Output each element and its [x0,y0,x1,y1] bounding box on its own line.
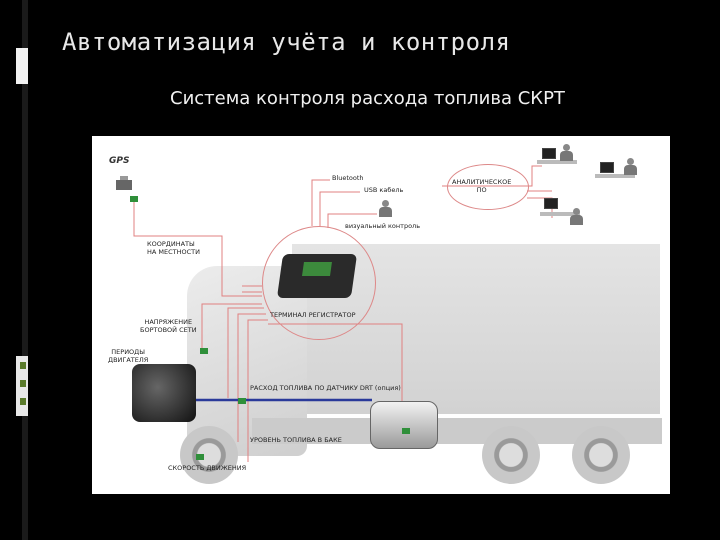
accent-dot-1 [20,362,26,369]
workstation-desk-3 [540,212,580,216]
wheel-front [180,426,238,484]
workstation-desk-1 [537,160,577,164]
gps-label: GPS [109,156,130,166]
accent-dot-3 [20,398,26,405]
visual-control-label: визуальный контроль [345,222,421,230]
terminal-ring [262,226,376,340]
wheel-rear-1 [482,426,540,484]
fuel-tank-icon [370,401,438,449]
fuel-level-label: УРОВЕНЬ ТОПЛИВА В БАКЕ [250,436,342,444]
workstation-monitor-1 [542,148,556,159]
voltage-label: НАПРЯЖЕНИЕ БОРТОВОЙ СЕТИ [140,318,197,334]
engine-icon [132,364,196,422]
software-label: АНАЛИТИЧЕСКОЕ ПО [452,178,512,194]
terminal-screen [302,262,332,276]
accent-block-top [16,48,28,84]
gps-antenna-icon [116,176,132,190]
page-subtitle: Система контроля расхода топлива СКРТ [170,88,565,109]
page-title: Автоматизация учёта и контроля [62,28,511,56]
terminal-label: ТЕРМИНАЛ РЕГИСТРАТОР [270,311,356,319]
accent-bar [22,0,28,540]
wheel-rear-2 [572,426,630,484]
accent-dot-2 [20,380,26,387]
left-bar [0,0,20,540]
speed-sensor [196,454,204,460]
diagram-panel: GPS КООРДИНАТЫ НА МЕСТНОСТИ Bluetooth US… [92,136,670,494]
fuel-level-sensor [402,428,410,434]
software-ellipse [447,164,529,210]
bluetooth-label: Bluetooth [332,174,364,182]
engine-label: ПЕРИОДЫ ДВИГАТЕЛЯ [108,348,149,364]
gps-sensor [130,196,138,202]
workstation-desk-2 [595,174,635,178]
coords-label: КООРДИНАТЫ НА МЕСТНОСТИ [147,240,200,256]
usb-label: USB кабель [364,186,404,194]
speed-label: СКОРОСТЬ ДВИЖЕНИЯ [168,464,247,472]
terminal-device [276,254,358,298]
voltage-sensor [200,348,208,354]
workstation-monitor-3 [544,198,558,209]
fuel-flow-sensor [238,398,246,404]
fuel-flow-label: РАСХОД ТОПЛИВА ПО ДАТЧИКУ DRT (опция) [250,384,401,392]
workstation-monitor-2 [600,162,614,173]
